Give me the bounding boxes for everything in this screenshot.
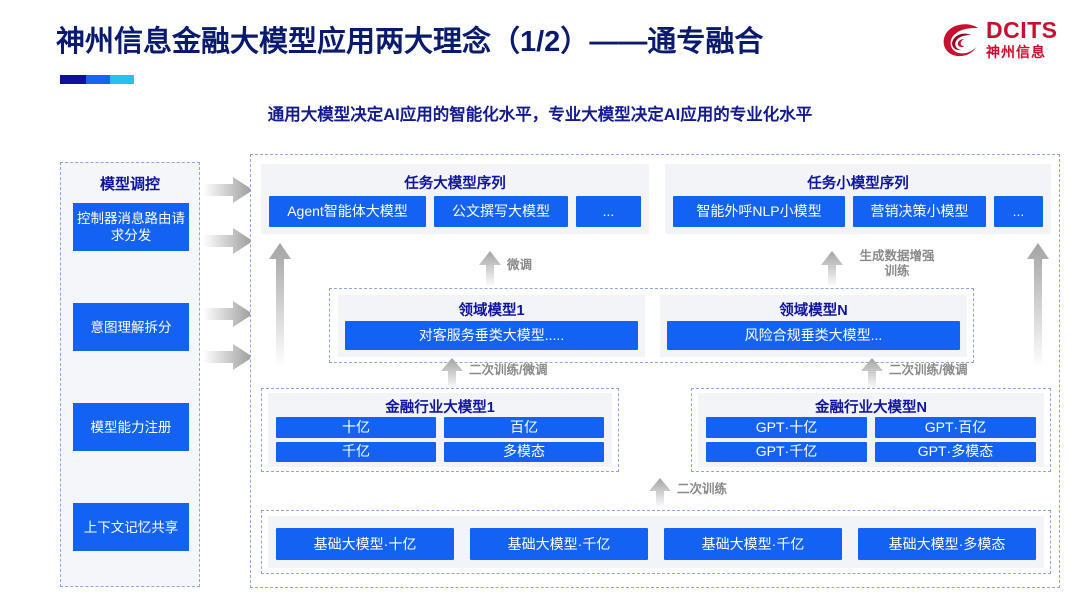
control-item-context[interactable]: 上下文记忆共享 <box>73 503 189 551</box>
arrow-up-icon-retrain-finetune-left <box>441 358 463 390</box>
industry-model-1-sizes: 十亿 百亿 千亿 多模态 <box>276 417 604 462</box>
base-chip-hundredbillion-b[interactable]: 基础大模型·千亿 <box>664 528 842 560</box>
industry-model-1-container: 金融行业大模型1 十亿 百亿 千亿 多模态 <box>261 388 619 472</box>
size-chip-n-billion[interactable]: GPT·十亿 <box>706 417 867 438</box>
task-sequence-small-models: 智能外呼NLP小模型 营销决策小模型 ... <box>673 196 1043 227</box>
task-sequence-large-title: 任务大模型序列 <box>404 176 506 192</box>
arrow-up-icon-left-tall <box>269 243 291 368</box>
base-model-container: 基础大模型·十亿 基础大模型·千亿 基础大模型·千亿 基础大模型·多模态 <box>261 510 1051 574</box>
domain-model-n-title: 领域模型N <box>779 303 848 319</box>
control-item-registry[interactable]: 模型能力注册 <box>73 403 189 451</box>
model-chip-marketing-decision[interactable]: 营销决策小模型 <box>853 196 986 227</box>
size-chip-n-hundredbillion[interactable]: GPT·千亿 <box>706 441 867 462</box>
size-chip-1-billion[interactable]: 十亿 <box>276 417 436 438</box>
industry-model-1-inner: 金融行业大模型1 十亿 百亿 千亿 多模态 <box>268 393 612 467</box>
base-chip-hundredbillion-a[interactable]: 基础大模型·千亿 <box>470 528 648 560</box>
control-column-title: 模型调控 <box>99 176 160 193</box>
domain-model-n: 领域模型N 风险合规垂类大模型... <box>660 295 967 357</box>
domain-model-1-chip[interactable]: 对客服务垂类大模型..... <box>345 321 638 350</box>
control-item-intent[interactable]: 意图理解拆分 <box>73 303 189 351</box>
task-sequence-small: 任务小模型序列 智能外呼NLP小模型 营销决策小模型 ... <box>665 164 1051 234</box>
flow-label-retrain: 二次训练 <box>677 482 728 496</box>
base-chip-billion[interactable]: 基础大模型·十亿 <box>276 528 454 560</box>
industry-model-n-container: 金融行业大模型N GPT·十亿 GPT·百亿 GPT·千亿 GPT·多模态 <box>691 388 1051 472</box>
arrow-up-icon-right-tall <box>1027 243 1049 368</box>
industry-model-n-title: 金融行业大模型N <box>815 400 927 416</box>
dcits-logo: DCITS 神州信息 <box>940 18 1066 68</box>
flow-label-data-augment-line2: 训练 <box>884 264 910 278</box>
arrow-up-icon-retrain-finetune-right <box>861 358 883 390</box>
logo-wordmark: DCITS 神州信息 <box>986 18 1058 61</box>
industry-model-1-title: 金融行业大模型1 <box>385 400 495 416</box>
flow-label-finetune: 微调 <box>507 258 533 272</box>
title-underline-bar <box>60 75 134 84</box>
size-chip-n-tenbillion[interactable]: GPT·百亿 <box>875 417 1036 438</box>
flow-label-data-augment: 生成数据增强 训练 <box>849 249 945 279</box>
domain-model-1: 领域模型1 对客服务垂类大模型..... <box>338 295 645 357</box>
domain-model-1-title: 领域模型1 <box>458 303 525 319</box>
arrow-up-icon-finetune <box>479 251 501 287</box>
size-chip-1-multimodal[interactable]: 多模态 <box>444 441 604 462</box>
arrow-right-icon-2 <box>203 228 253 254</box>
industry-model-n-sizes: GPT·十亿 GPT·百亿 GPT·千亿 GPT·多模态 <box>706 417 1036 462</box>
flow-label-retrain-finetune-right: 二次训练/微调 <box>889 363 968 377</box>
model-chip-more-large[interactable]: ... <box>576 196 641 227</box>
arrow-right-icon-4 <box>203 344 253 370</box>
task-sequence-small-title: 任务小模型序列 <box>807 176 909 192</box>
size-chip-1-hundredbillion[interactable]: 千亿 <box>276 441 436 462</box>
page-title: 神州信息金融大模型应用两大理念（1/2）——通专融合 <box>56 26 764 58</box>
size-chip-1-tenbillion[interactable]: 百亿 <box>444 417 604 438</box>
model-chip-more-small[interactable]: ... <box>994 196 1043 227</box>
control-column: 模型调控 控制器消息路由请求分发 意图理解拆分 模型能力注册 上下文记忆共享 <box>60 162 200 587</box>
flow-label-retrain-finetune-left: 二次训练/微调 <box>469 363 548 377</box>
logo-cn-text: 神州信息 <box>986 44 1046 60</box>
model-chip-agent[interactable]: Agent智能体大模型 <box>269 196 426 227</box>
arrow-up-icon-retrain <box>649 478 671 508</box>
architecture-container: 任务大模型序列 Agent智能体大模型 公文撰写大模型 ... 任务小模型序列 … <box>250 154 1060 588</box>
page-subtitle: 通用大模型决定AI应用的智能化水平，专业大模型决定AI应用的专业化水平 <box>267 106 813 124</box>
logo-en-text: DCITS <box>986 17 1058 43</box>
base-model-row: 基础大模型·十亿 基础大模型·千亿 基础大模型·千亿 基础大模型·多模态 <box>276 528 1036 560</box>
task-sequence-large: 任务大模型序列 Agent智能体大模型 公文撰写大模型 ... <box>261 164 649 234</box>
model-chip-outbound-nlp[interactable]: 智能外呼NLP小模型 <box>673 196 845 227</box>
base-model-inner: 基础大模型·十亿 基础大模型·千亿 基础大模型·千亿 基础大模型·多模态 <box>268 516 1044 568</box>
arrow-right-icon-1 <box>203 177 253 203</box>
domain-model-n-chip[interactable]: 风险合规垂类大模型... <box>667 321 960 350</box>
arrow-right-icon-3 <box>203 301 253 327</box>
flow-label-data-augment-line1: 生成数据增强 <box>859 249 935 263</box>
control-item-router[interactable]: 控制器消息路由请求分发 <box>73 203 189 251</box>
underline-segment-blue <box>86 75 110 84</box>
size-chip-n-multimodal[interactable]: GPT·多模态 <box>875 441 1036 462</box>
logo-swirl-icon <box>943 24 978 57</box>
underline-segment-cyan <box>110 75 134 84</box>
arrow-up-icon-data-augment <box>821 251 843 287</box>
base-chip-multimodal[interactable]: 基础大模型·多模态 <box>858 528 1036 560</box>
task-sequence-large-models: Agent智能体大模型 公文撰写大模型 ... <box>269 196 641 227</box>
model-chip-doc-writing[interactable]: 公文撰写大模型 <box>434 196 568 227</box>
domain-model-container: 领域模型1 对客服务垂类大模型..... 领域模型N 风险合规垂类大模型... <box>329 288 974 363</box>
industry-model-n-inner: 金融行业大模型N GPT·十亿 GPT·百亿 GPT·千亿 GPT·多模态 <box>698 393 1044 467</box>
underline-segment-navy <box>60 75 86 84</box>
